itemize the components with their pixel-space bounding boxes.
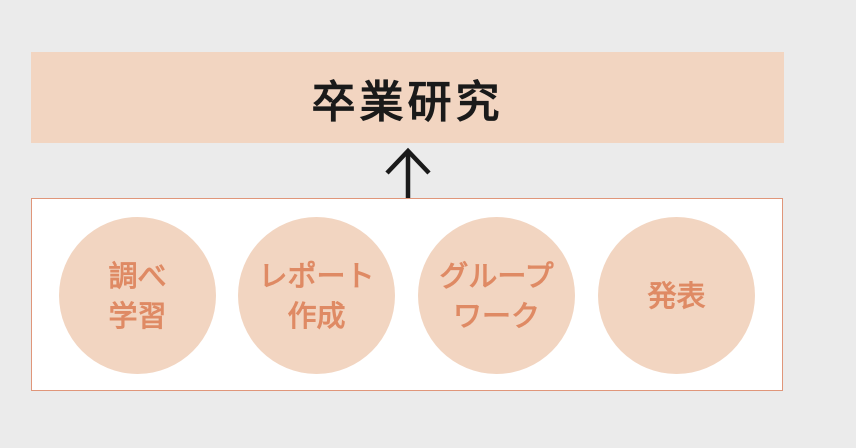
up-arrow-icon <box>385 147 431 199</box>
banner-title: 卒業研究 <box>311 76 504 128</box>
activity-label: レポート 作成 <box>258 258 375 333</box>
activity-label: グループ ワーク <box>439 258 554 333</box>
activity-label: 発表 <box>647 278 706 313</box>
activity-label: 調べ 学習 <box>108 258 167 333</box>
activity-circle-groupwork: グループ ワーク <box>418 217 575 374</box>
activities-box: 調べ 学習 レポート 作成 グループ ワーク 発表 <box>31 198 783 391</box>
top-banner: 卒業研究 <box>31 52 784 143</box>
activity-circle-presentation: 発表 <box>598 217 755 374</box>
activity-circle-research: 調べ 学習 <box>59 217 216 374</box>
activity-circle-report: レポート 作成 <box>238 217 395 374</box>
